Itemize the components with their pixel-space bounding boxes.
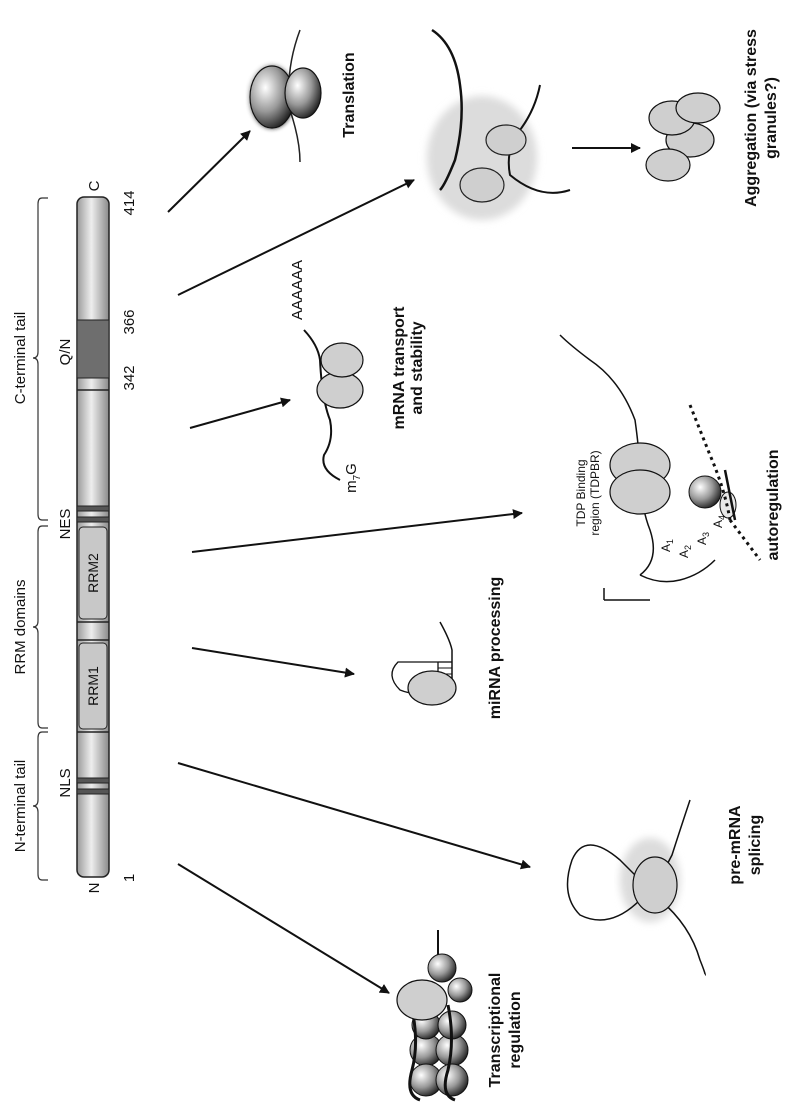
- qn-label: Q/N: [57, 339, 74, 366]
- nls-label: NLS: [57, 768, 74, 797]
- position-1: 1: [121, 874, 138, 882]
- stress-protein-1: [486, 125, 526, 155]
- nes-label: NES: [57, 509, 74, 540]
- stress-complex: [427, 30, 570, 220]
- translation-ribosome: [250, 30, 321, 162]
- tdpbr-label-line1: TDP Binding: [574, 459, 588, 526]
- mrna-transport-label-line2: and stability: [409, 321, 426, 414]
- arrow-mrna-transport: [190, 400, 290, 428]
- arrow-mirna-processing: [192, 648, 354, 674]
- autoregulation-label: autoregulation: [765, 449, 782, 560]
- site-a2: A2: [677, 545, 693, 558]
- poly-a-label: AAAAAA: [289, 260, 306, 320]
- n-terminal-brace: [33, 732, 48, 880]
- rrm2-label: RRM2: [85, 553, 101, 593]
- qn-domain-block: [77, 320, 109, 378]
- rrm1-label: RRM1: [85, 666, 101, 706]
- arrows: [168, 131, 640, 993]
- mirna-processing-label: miRNA processing: [487, 577, 504, 720]
- arrow-pre-mrna-splicing: [178, 763, 530, 867]
- tdpbr-label-line2: region (TDPBR): [588, 450, 602, 535]
- translation-label: Translation: [341, 52, 358, 137]
- chromatin-complex: [397, 930, 472, 1100]
- rrm-domains-label: RRM domains: [12, 579, 29, 674]
- aggregation-label-line1: Aggregation (via stress: [743, 29, 760, 207]
- position-414: 414: [121, 190, 138, 215]
- protein-schematic: RRM2 RRM1 N C 1 342 366 414 NLS NES Q/N …: [12, 180, 138, 893]
- transcriptional-regulation-label-line1: Transcriptional: [487, 973, 504, 1088]
- aggregation-label-line2: granules?): [763, 77, 780, 159]
- position-342: 342: [121, 365, 138, 390]
- transcriptional-regulation-label-line2: regulation: [507, 991, 524, 1068]
- c-terminal-tail-label: C-terminal tail: [12, 312, 29, 405]
- c-terminus-label: C: [86, 180, 103, 191]
- site-a3: A3: [695, 532, 711, 545]
- n-terminal-tail-label: N-terminal tail: [12, 760, 29, 853]
- mirna-hairpin: [392, 622, 456, 705]
- site-a4: A4: [711, 515, 727, 528]
- cap-label: m7G: [343, 463, 363, 493]
- arrow-transcriptional-regulation: [178, 864, 389, 993]
- mrna-transport-complex: [304, 330, 363, 480]
- arrow-translation: [168, 131, 250, 212]
- splicing-complex: [568, 800, 706, 975]
- stress-protein-2: [460, 168, 504, 202]
- n-terminus-label: N: [86, 883, 103, 894]
- arrow-autoregulation: [192, 513, 522, 552]
- site-a1: A1: [659, 539, 675, 552]
- c-terminal-brace: [33, 198, 48, 520]
- aggregation-cluster: [646, 93, 720, 181]
- mrna-transport-label-line1: mRNA transport: [391, 306, 408, 430]
- position-366: 366: [121, 309, 138, 334]
- rrm-domains-brace: [33, 526, 48, 728]
- pre-mrna-splicing-label-line1: pre-mRNA: [727, 805, 744, 885]
- pre-mrna-splicing-label-line2: splicing: [747, 815, 764, 875]
